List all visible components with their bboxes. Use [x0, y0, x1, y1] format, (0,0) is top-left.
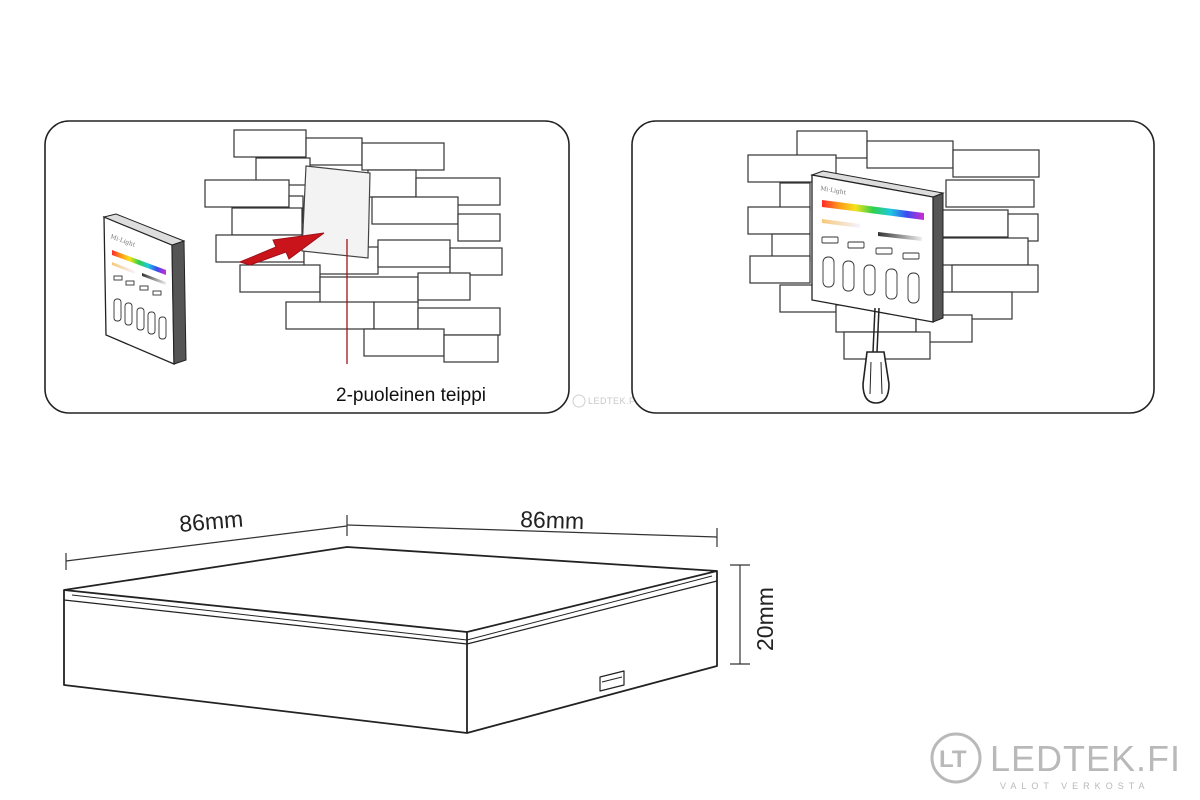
adhesive-tape-pad [301, 165, 371, 259]
logo-tagline: VALOT VERKOSTA [1000, 781, 1150, 791]
mount-arrow-icon [238, 232, 325, 266]
step1-panel: 2-puoleinen teippi Mi·Light [44, 120, 570, 414]
logo-circle-icon [930, 732, 982, 784]
remote-panel-front: Mi·Light [810, 170, 945, 323]
brick-wall [204, 129, 503, 363]
dimension-drawing: 86mm 86mm 20mm [63, 506, 778, 734]
logo-name: LEDTEK.FI [990, 738, 1181, 779]
ledtek-logo: LT LEDTEK.FI VALOT VERKOSTA [930, 732, 1181, 791]
height-dimension-label: 20mm [752, 587, 778, 651]
screwdriver-icon [862, 307, 890, 404]
watermark: LEDTEK.FI [572, 394, 638, 408]
tape-label: 2-puoleinen teippi [336, 385, 486, 406]
device-box-outline [63, 546, 718, 734]
depth-dimension-label: 86mm [520, 506, 585, 534]
svg-text:Mi·Light: Mi·Light [820, 185, 847, 197]
width-dimension-label: 86mm [178, 506, 244, 537]
step2-panel: Mi·Light [631, 120, 1155, 414]
svg-text:LT: LT [939, 746, 967, 773]
svg-text:LEDTEK.FI: LEDTEK.FI [588, 396, 638, 406]
remote-panel-side: Mi·Light [102, 213, 187, 365]
